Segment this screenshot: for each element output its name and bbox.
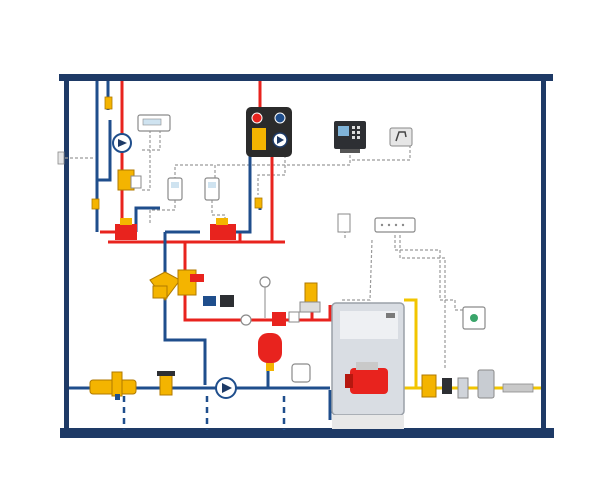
water-heater-tank[interactable] (291, 363, 311, 383)
pressure-reducer[interactable] (157, 371, 175, 396)
flow-meter-right[interactable] (210, 218, 236, 240)
zone-thermostat-1[interactable] (167, 177, 183, 201)
flexible-gas-hose (502, 383, 534, 393)
gas-meter[interactable] (477, 369, 495, 399)
main-circulation-pump[interactable] (215, 377, 237, 399)
zone-valve-left[interactable] (117, 169, 142, 191)
outdoor-sensor[interactable] (337, 213, 351, 233)
air-vents (91, 96, 263, 210)
gas-filter[interactable] (457, 377, 469, 399)
zone-thermostat-2[interactable] (204, 177, 220, 201)
control-wiring (60, 130, 470, 370)
boiler-burner[interactable] (345, 362, 388, 394)
three-way-valve[interactable] (177, 269, 204, 296)
remote-gsm-module[interactable] (389, 127, 413, 147)
gas-valve[interactable] (421, 374, 452, 398)
water-filter[interactable] (89, 371, 137, 400)
control-junction-box[interactable] (374, 217, 416, 233)
pump-group-module[interactable] (246, 107, 292, 157)
expansion-vessel[interactable] (258, 333, 282, 371)
pressure-gauge (240, 276, 271, 326)
house-frame (59, 74, 554, 438)
wall-mounted-sensor (57, 151, 65, 165)
safety-valve[interactable] (272, 282, 321, 326)
circulation-pump-left[interactable] (112, 133, 132, 153)
pump-control-units[interactable] (203, 295, 234, 307)
flow-meter-left[interactable] (115, 218, 137, 240)
boiler-controller[interactable] (334, 121, 366, 153)
mixing-valve[interactable] (149, 271, 181, 301)
gas-leak-detector[interactable] (462, 306, 486, 330)
room-thermostat-left[interactable] (137, 114, 171, 132)
drain-outlets (122, 396, 286, 430)
